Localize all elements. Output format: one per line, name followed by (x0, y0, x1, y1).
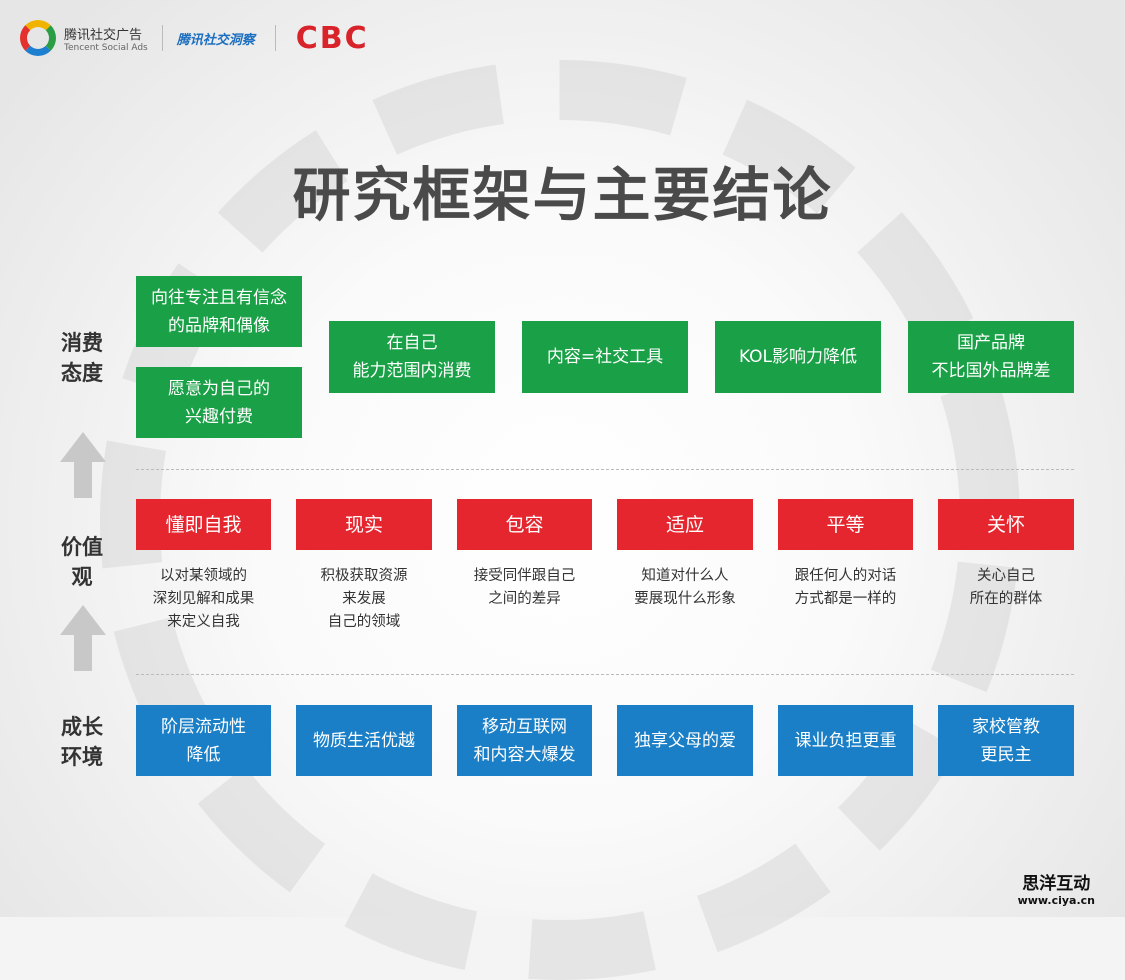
row-divider (136, 469, 1074, 470)
row-label-consumption: 消费 态度 (61, 331, 103, 385)
value-box: 现实 (296, 499, 432, 550)
page-title: 研究框架与主要结论 (292, 161, 833, 229)
consumption-box: KOL影响力降低 (715, 321, 881, 393)
divider (274, 25, 276, 51)
consumption-box: 国产品牌 不比国外品牌差 (908, 321, 1074, 393)
consumption-box: 在自己 能力范围内消费 (329, 321, 495, 393)
environment-box: 移动互联网 和内容大爆发 (457, 705, 592, 776)
environment-box: 独享父母的爱 (617, 705, 753, 776)
environment-box: 家校管教 更民主 (938, 705, 1074, 776)
watermark: 思洋互动 www.ciya.cn (1018, 869, 1095, 907)
value-box: 包容 (457, 499, 592, 550)
value-description: 接受同伴跟自己 之间的差异 (473, 568, 576, 607)
brand-en: Tencent Social Ads (64, 42, 148, 53)
value-box: 适应 (617, 499, 753, 550)
value-description: 积极获取资源 来发展 自己的领域 (320, 568, 408, 630)
value-box: 懂即自我 (136, 499, 271, 550)
consumption-box: 愿意为自己的 兴趣付费 (136, 367, 302, 438)
consumption-box: 内容=社交工具 (522, 321, 688, 393)
value-description: 以对某领域的 深刻见解和成果 来定义自我 (152, 568, 255, 630)
environment-box: 物质生活优越 (296, 705, 432, 776)
tencent-social-ads-logo-icon (20, 20, 56, 56)
value-description: 知道对什么人 要展现什么形象 (634, 568, 736, 607)
up-arrow-icon (60, 432, 106, 498)
up-arrow-icon (60, 605, 106, 671)
environment-box: 课业负担更重 (778, 705, 913, 776)
brand-cn: 腾讯社交广告 (64, 27, 143, 43)
cbc-logo: CBC (295, 20, 369, 56)
divider (161, 25, 163, 51)
watermark-url: www.ciya.cn (1017, 894, 1095, 907)
value-description: 跟任何人的对话 方式都是一样的 (794, 568, 897, 607)
environment-box: 阶层流动性 降低 (136, 705, 271, 776)
value-description: 关心自己 所在的群体 (969, 568, 1043, 607)
insight-brand: 腾讯社交洞察 (176, 32, 255, 48)
row-label-values: 价值 观 (61, 535, 103, 589)
row-label-environment: 成长 环境 (61, 715, 103, 769)
value-box: 平等 (778, 499, 913, 550)
value-box: 关怀 (938, 499, 1074, 550)
row-divider (136, 674, 1074, 675)
watermark-name: 思洋互动 (1022, 874, 1091, 894)
consumption-box: 向往专注且有信念 的品牌和偶像 (136, 276, 302, 347)
